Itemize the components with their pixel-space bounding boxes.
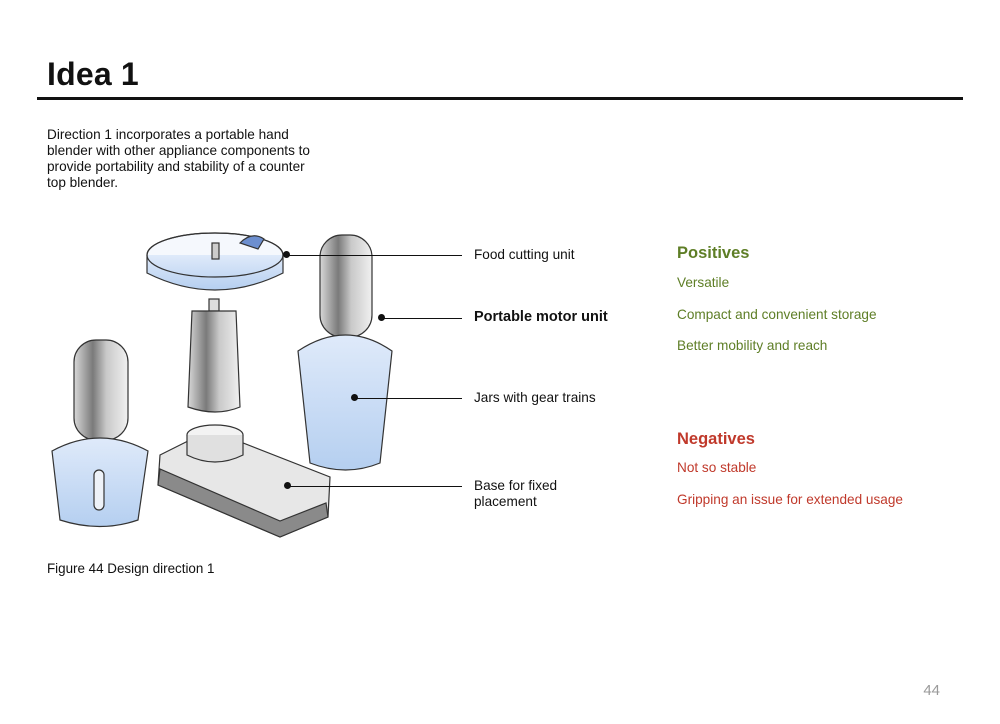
positives-heading: Positives [677, 244, 750, 262]
callout-line-motor-unit [382, 318, 462, 319]
negatives-heading: Negatives [677, 430, 755, 448]
motor-unit-center-drawing [187, 298, 241, 413]
blender-sketch-illustration [51, 232, 393, 538]
callout-dot-food-cutting [283, 251, 290, 258]
positive-item: Better mobility and reach [677, 338, 828, 353]
callout-dot-jars [351, 394, 358, 401]
figure-caption: Figure 44 Design direction 1 [47, 561, 215, 576]
callout-portable-motor-unit: Portable motor unit [474, 309, 608, 325]
callout-dot-motor-unit [378, 314, 385, 321]
standing-blender-right-drawing [297, 234, 393, 471]
callout-line-jars [355, 398, 462, 399]
base-unit-drawing [157, 424, 331, 538]
negative-item: Not so stable [677, 460, 757, 475]
intro-paragraph: Direction 1 incorporates a portable hand… [47, 127, 310, 190]
positive-item: Compact and convenient storage [677, 307, 877, 322]
page-title: Idea 1 [47, 56, 139, 92]
callout-dot-base [284, 482, 291, 489]
callout-line-food-cutting [287, 255, 462, 256]
page-number: 44 [923, 682, 940, 699]
standing-blender-left-drawing [51, 339, 149, 528]
callout-base-fixed-placement: Base for fixed placement [474, 478, 558, 509]
callout-jars-with-gear-trains: Jars with gear trains [474, 390, 596, 405]
negative-item: Gripping an issue for extended usage [677, 492, 903, 507]
callout-food-cutting-unit: Food cutting unit [474, 247, 575, 262]
positive-item: Versatile [677, 275, 730, 290]
food-cutting-unit-drawing [146, 232, 284, 291]
callout-line-base [288, 486, 462, 487]
title-divider [37, 97, 963, 100]
